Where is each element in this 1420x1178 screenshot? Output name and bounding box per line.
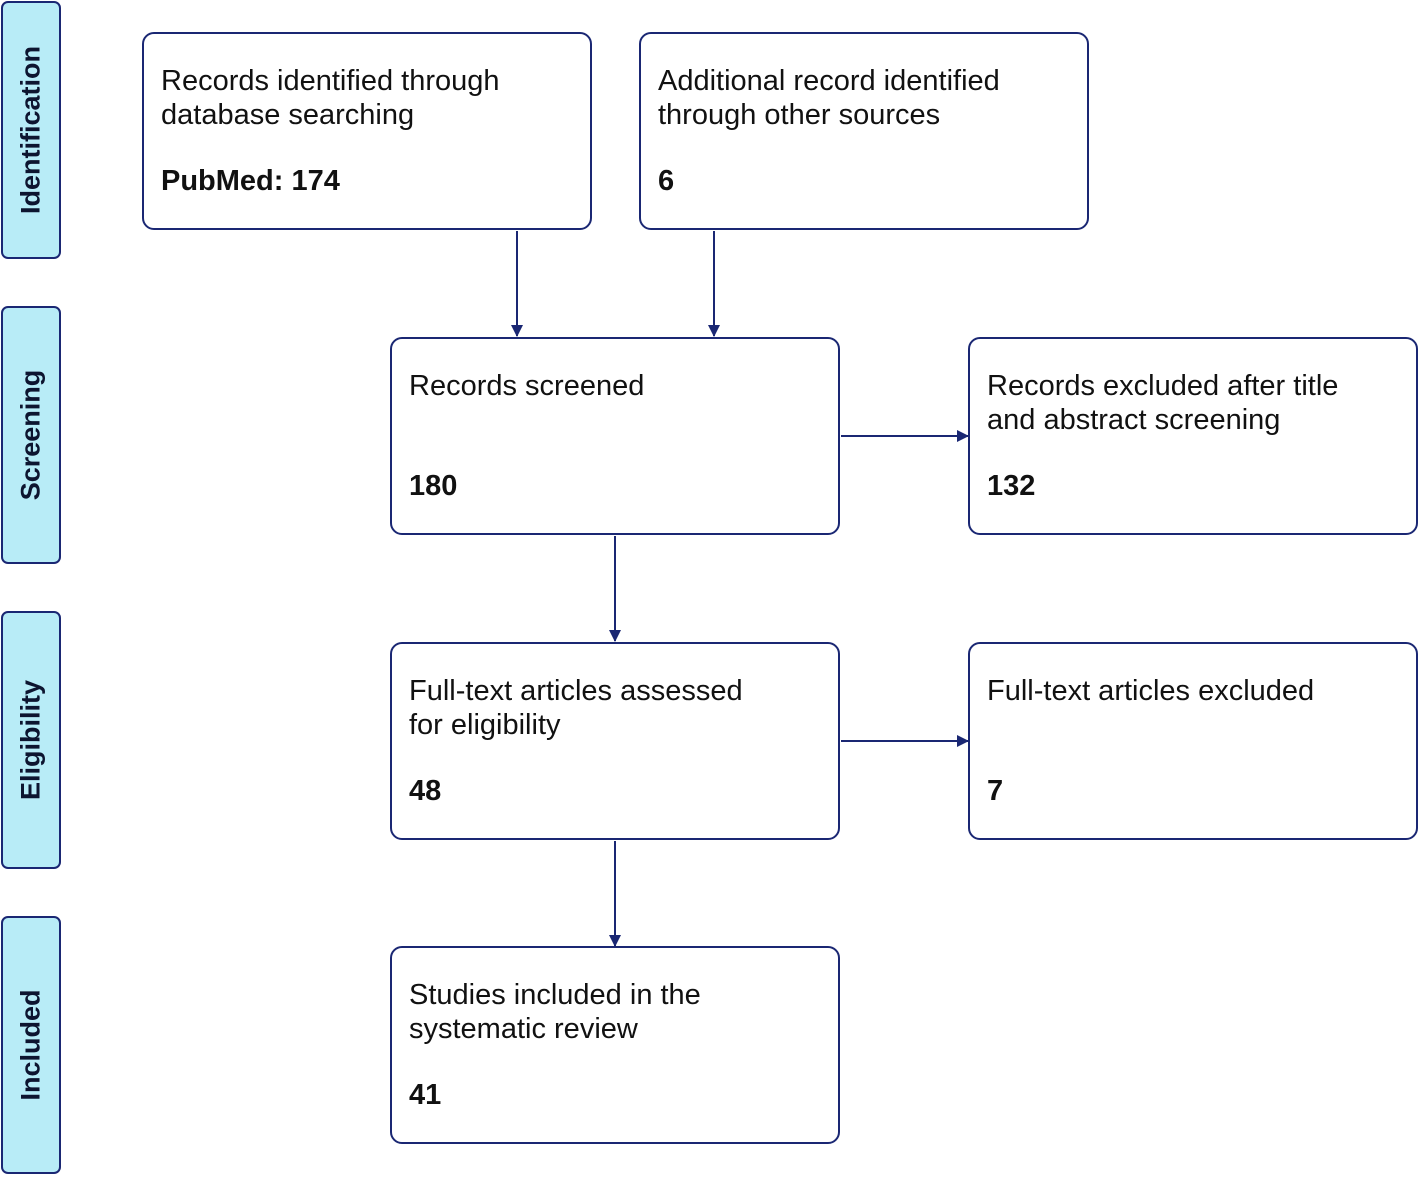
box-records-excluded: Records excluded after title and abstrac… — [968, 337, 1418, 535]
stage-eligibility: Eligibility — [1, 611, 61, 869]
box-fulltext-assessed: Full-text articles assessed for eligibil… — [390, 642, 840, 840]
box-database-searching: Records identified through database sear… — [142, 32, 592, 230]
stage-screening: Screening — [1, 306, 61, 564]
box-database-searching-count: PubMed: 174 — [161, 165, 340, 197]
box-other-sources-count: 6 — [658, 165, 675, 197]
stage-identification: Identification — [1, 1, 61, 259]
box-records-screened-text: Records screened — [409, 370, 645, 402]
box-fulltext-assessed-count: 48 — [409, 775, 442, 807]
box-other-sources-text: Additional record identified through oth… — [658, 65, 1000, 131]
box-other-sources: Additional record identified through oth… — [639, 32, 1089, 230]
box-records-excluded-count: 132 — [987, 470, 1036, 502]
box-database-searching-text: Records identified through database sear… — [161, 65, 500, 131]
box-studies-included-count: 41 — [409, 1079, 442, 1111]
box-studies-included-text: Studies included in the systematic revie… — [409, 979, 701, 1045]
box-studies-included: Studies included in the systematic revie… — [390, 946, 840, 1144]
box-fulltext-assessed-text: Full-text articles assessed for eligibil… — [409, 675, 743, 741]
box-records-screened-count: 180 — [409, 470, 458, 502]
box-records-excluded-text: Records excluded after title and abstrac… — [987, 370, 1339, 436]
box-fulltext-excluded-text: Full-text articles excluded — [987, 675, 1315, 707]
stage-included: Included — [1, 916, 61, 1174]
box-fulltext-excluded: Full-text articles excluded 7 — [968, 642, 1418, 840]
box-fulltext-excluded-count: 7 — [987, 775, 1004, 807]
box-records-screened: Records screened 180 — [390, 337, 840, 535]
